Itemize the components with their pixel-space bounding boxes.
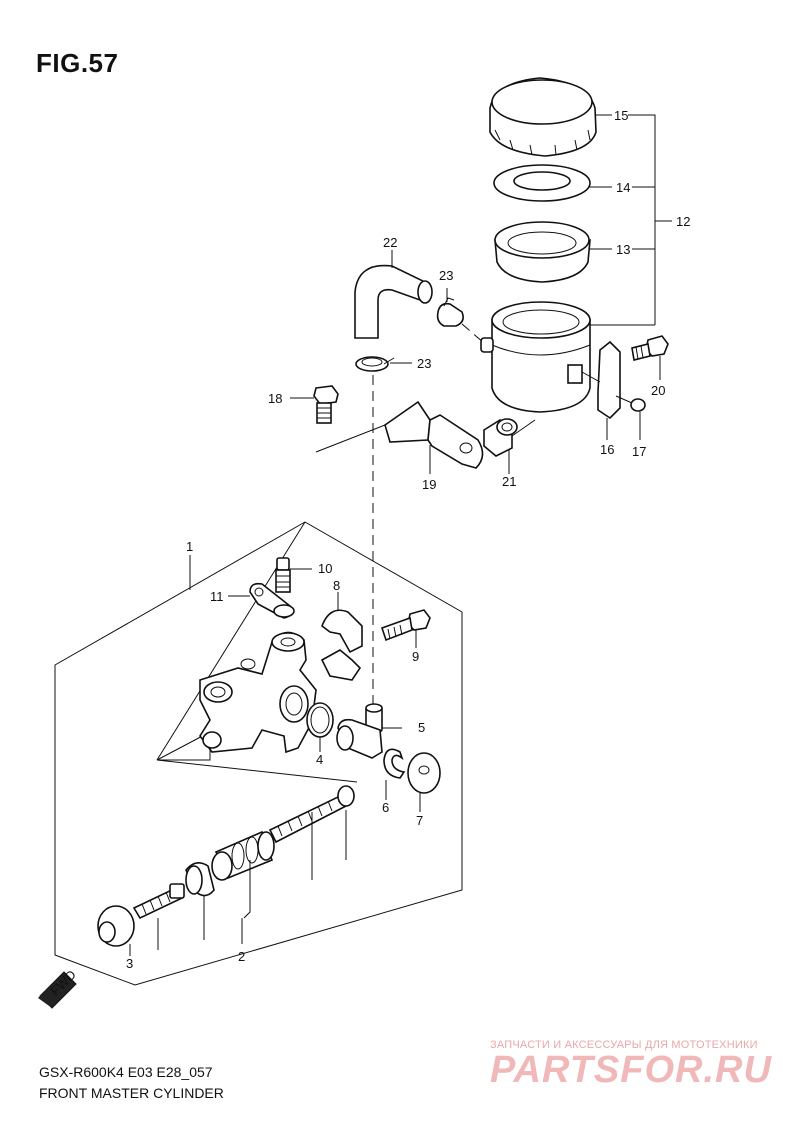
callout-23-upper: 23 (439, 268, 453, 283)
reservoir-hose (354, 264, 433, 339)
callout-6: 6 (382, 800, 389, 815)
callout-4: 4 (316, 752, 323, 767)
callout-21: 21 (502, 474, 516, 489)
callout-23-lower: 23 (417, 356, 431, 371)
callout-22: 22 (383, 235, 397, 250)
assembly-1-outline (54, 521, 463, 986)
push-rod (97, 883, 185, 947)
watermark-logo: PARTSFOR.RU (490, 1049, 772, 1091)
reservoir-bracket (384, 400, 484, 469)
callout-18: 18 (268, 391, 282, 406)
callout-17: 17 (632, 444, 646, 459)
grommet-21 (483, 418, 518, 457)
reservoir-cap (489, 77, 597, 157)
callout-19: 19 (422, 477, 436, 492)
model-code: GSX-R600K4 E03 E28_057 (39, 1064, 213, 1080)
bleeder-valve (275, 557, 291, 593)
callout-5: 5 (418, 720, 425, 735)
bolt-18 (313, 385, 339, 424)
diaphragm-plate (493, 164, 591, 202)
holder-bolt (380, 609, 431, 642)
figure-title: FIG.57 (36, 48, 119, 78)
callout-15: 15 (614, 108, 628, 123)
bleeder-cap (249, 582, 295, 619)
callout-9: 9 (412, 649, 419, 664)
bolt-20 (631, 335, 669, 361)
callout-8: 8 (333, 578, 340, 593)
dust-boot (407, 752, 441, 794)
circlip-6 (383, 748, 406, 779)
callout-1: 1 (186, 539, 193, 554)
callout-13: 13 (616, 242, 630, 257)
piston-ref-line-a (243, 860, 251, 919)
reservoir-clip (567, 340, 621, 420)
screw-17 (615, 395, 646, 412)
master-cylinder-holder (320, 609, 363, 681)
callout-2: 2 (238, 949, 245, 964)
callout-3: 3 (126, 956, 133, 971)
watermark-tagline: ЗАПЧАСТИ И АКСЕССУАРЫ ДЛЯ МОТОТЕХНИКИ (490, 1039, 758, 1051)
callout-12: 12 (676, 214, 690, 229)
assembly-1-inner-line (156, 731, 358, 783)
centerline-clamp-reservoir (461, 323, 485, 344)
forward-direction-arrow: FWD (38, 967, 79, 1009)
callout-7: 7 (416, 813, 423, 828)
hose-fitting (336, 703, 383, 759)
callout-20: 20 (651, 383, 665, 398)
leader-12-bracket (628, 114, 656, 325)
callout-10: 10 (318, 561, 332, 576)
hose-clamp-upper (436, 297, 464, 327)
ref-line-21 (511, 419, 536, 437)
diaphragm (494, 221, 591, 283)
reservoir-body (480, 301, 591, 413)
callout-11: 11 (210, 589, 224, 604)
piston-set (185, 785, 355, 897)
o-ring (306, 702, 334, 738)
diagram-caption: FRONT MASTER CYLINDER (39, 1085, 224, 1101)
callout-16: 16 (600, 442, 614, 457)
bracket-ref-line (315, 424, 386, 453)
callout-14: 14 (616, 180, 630, 195)
master-cylinder-body (199, 631, 317, 754)
hose-clamp-lower (355, 356, 395, 372)
